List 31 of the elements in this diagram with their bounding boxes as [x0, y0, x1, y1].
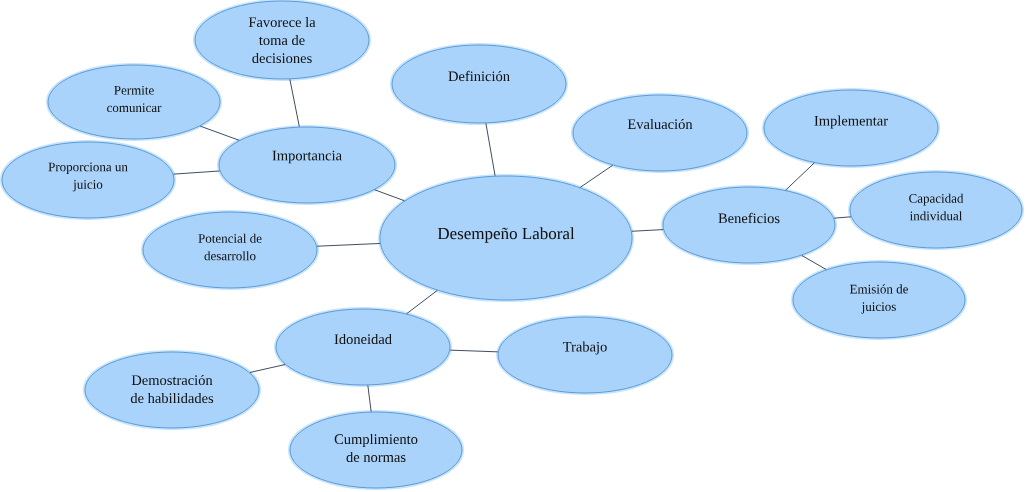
connector-line — [173, 170, 221, 175]
ellipse-node: Proporciona un juicio — [0, 140, 176, 220]
ellipse-node: Favorece la toma de decisiones — [193, 0, 371, 81]
ellipse-node: Trabajo — [496, 315, 674, 395]
ellipse-node: Importancia — [217, 125, 397, 205]
connector-line — [199, 125, 240, 141]
ellipse-node: Desempeño Laboral — [378, 174, 634, 302]
connector-line — [374, 189, 405, 202]
ellipse-node: Evaluación — [571, 93, 749, 173]
connector-line — [316, 243, 381, 247]
connector-line — [249, 364, 286, 373]
connector-line — [367, 385, 372, 412]
ellipse-node: Emisión de juicios — [791, 260, 967, 340]
ellipse-node: Permite comunicar — [46, 63, 222, 141]
connector-line — [785, 162, 815, 191]
connector-line — [579, 164, 613, 188]
connector-line — [801, 255, 827, 270]
connector-line — [833, 216, 852, 219]
ellipse-node: Demostración de habilidades — [83, 350, 261, 430]
ellipse-node: Capacidad individual — [848, 170, 1024, 250]
ellipse-node: Definición — [390, 43, 568, 125]
connector-line — [485, 122, 496, 177]
connector-line — [449, 349, 499, 353]
connector-line — [289, 78, 300, 128]
ellipse-node: Cumplimiento de normas — [288, 410, 464, 490]
ellipse-node: Potencial de desarrollo — [141, 210, 319, 290]
connector-line — [631, 229, 664, 232]
ellipse-node: Beneficios — [661, 185, 837, 265]
ellipse-node: Idoneidad — [274, 307, 452, 387]
connector-line — [406, 290, 438, 315]
ellipse-node: Implementar — [762, 88, 940, 168]
